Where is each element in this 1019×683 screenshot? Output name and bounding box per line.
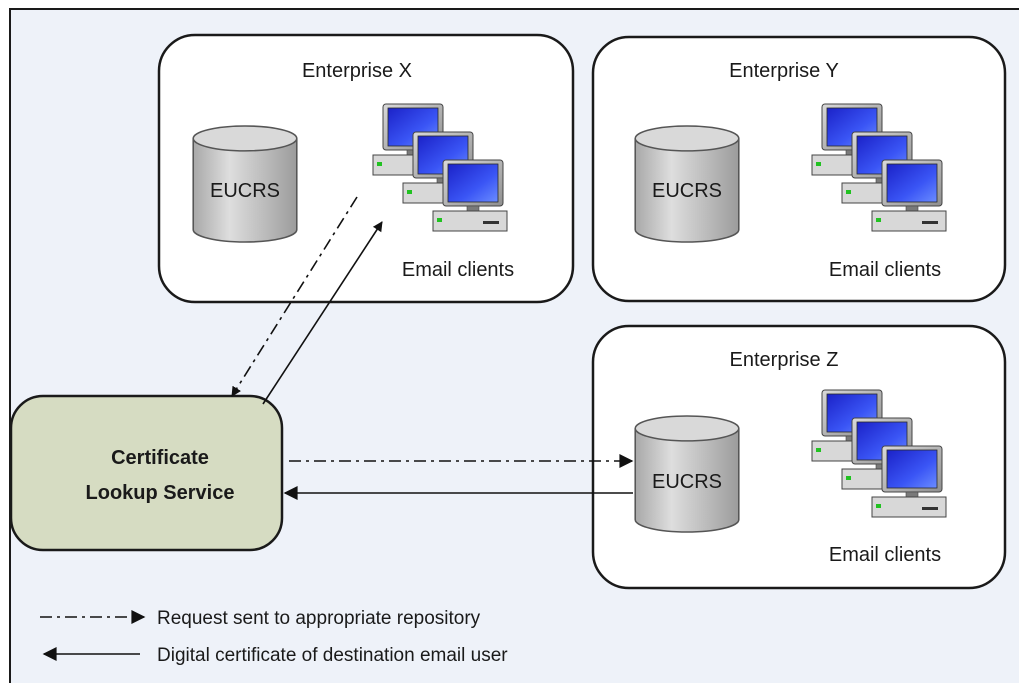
legend-certificate: Digital certificate of destination email… [42,645,508,666]
enterprise-x-repository-label: EUCRS [210,180,280,202]
enterprise-x-clients-label: Email clients [402,259,514,281]
request-arrow-x [231,196,358,397]
enterprise-z-title: Enterprise Z [730,349,839,371]
enterprise-z-repository: EUCRS [634,415,740,533]
certificate-lookup-service: Certificate Lookup Service [9,394,284,552]
enterprise-y-title: Enterprise Y [729,60,839,82]
enterprise-z-repository-label: EUCRS [652,471,722,493]
legend-certificate-label: Digital certificate of destination email… [157,645,508,666]
certificate-arrow-x [262,221,383,405]
enterprise-z-clients: Email clients [812,390,946,566]
enterprise-x-box: Enterprise X EUCRS Email clients [157,33,575,304]
enterprise-y-repository: EUCRS [634,125,740,243]
enterprise-x-title: Enterprise X [302,60,412,82]
legend-request-label: Request sent to appropriate repository [157,608,481,629]
enterprise-y-clients: Email clients [812,104,946,281]
service-label-line1: Certificate [111,447,209,469]
service-label-line2: Lookup Service [86,482,235,504]
legend: Request sent to appropriate repository D… [40,608,508,666]
enterprise-y-clients-label: Email clients [829,259,941,281]
enterprise-x-clients: Email clients [373,104,514,281]
enterprise-z-box: Enterprise Z EUCRS Email clients [591,324,1007,590]
enterprise-z-clients-label: Email clients [829,544,941,566]
enterprise-x-repository: EUCRS [192,125,298,243]
enterprise-y-repository-label: EUCRS [652,180,722,202]
legend-request: Request sent to appropriate repository [40,608,481,629]
enterprise-y-box: Enterprise Y EUCRS Email clients [591,35,1007,303]
